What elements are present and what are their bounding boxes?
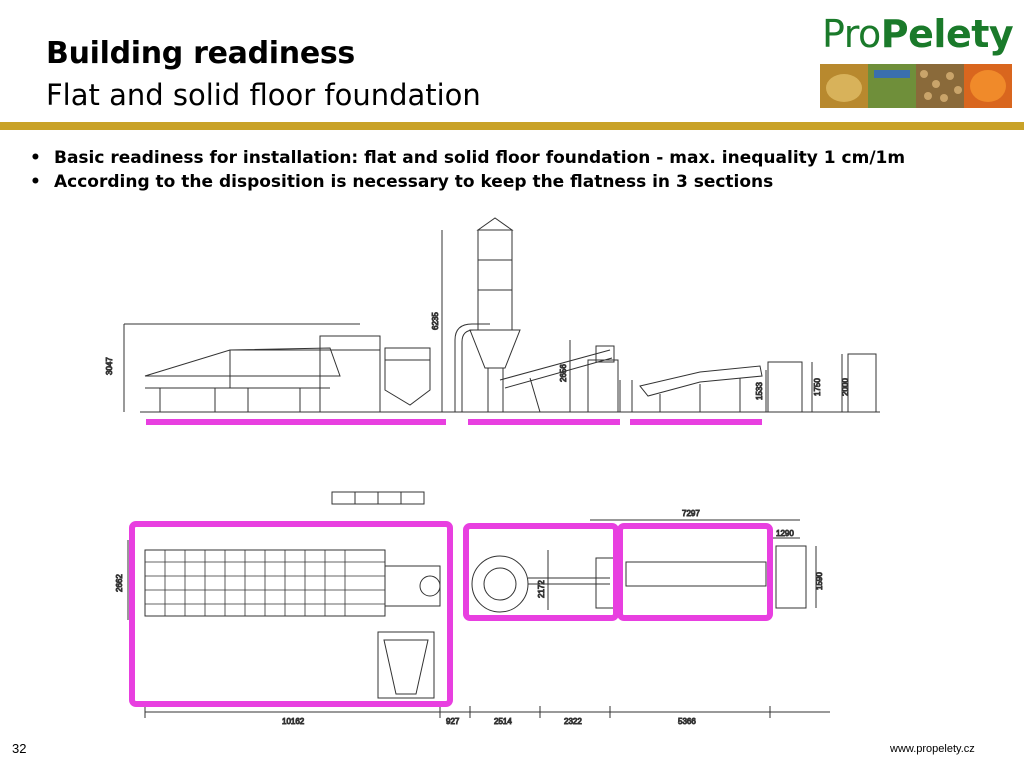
logo-pellet-photo-strip	[820, 64, 1012, 108]
bullet-list: •Basic readiness for installation: flat …	[30, 146, 905, 194]
section-boxes	[129, 521, 773, 707]
dim-label: 1533	[755, 382, 764, 400]
dim-label: 1590	[815, 572, 824, 590]
bullet-item: •According to the disposition is necessa…	[30, 172, 774, 192]
dim-label: 2662	[115, 574, 124, 592]
header-divider	[0, 122, 1024, 130]
slide-title: Building readiness	[46, 36, 355, 71]
page-number: 32	[12, 741, 27, 756]
dim-label: 3047	[105, 357, 114, 375]
side-view: 3047 6235 2656 1533 1750 2000	[105, 217, 880, 413]
dim-label: 7297	[682, 509, 700, 518]
dim-label: 2172	[537, 580, 546, 598]
dim-label: 927	[446, 717, 460, 726]
dim-label: 1750	[813, 378, 822, 396]
bullet-item: •Basic readiness for installation: flat …	[30, 148, 906, 168]
technical-drawing: 3047 6235 2656 1533 1750 2000	[105, 217, 880, 727]
slide-subtitle: Flat and solid floor foundation	[46, 78, 481, 112]
dim-label: 2656	[559, 364, 568, 382]
dim-label: 2514	[494, 717, 512, 726]
plan-view: 7297 1290 2662 2172 1590 10162 927 2514 …	[115, 491, 830, 727]
dim-label: 1290	[776, 529, 794, 538]
logo-pro-text: Pro	[822, 12, 881, 56]
website-url: www.propelety.cz	[890, 743, 975, 755]
dim-label: 5366	[678, 717, 696, 726]
dim-label: 2000	[841, 378, 850, 396]
propelety-logo: ProPelety	[822, 12, 1014, 56]
dim-label: 6235	[431, 312, 440, 330]
dim-label: 2322	[564, 717, 582, 726]
dim-label: 10162	[282, 717, 305, 726]
logo-pelety-text: Pelety	[880, 12, 1014, 56]
